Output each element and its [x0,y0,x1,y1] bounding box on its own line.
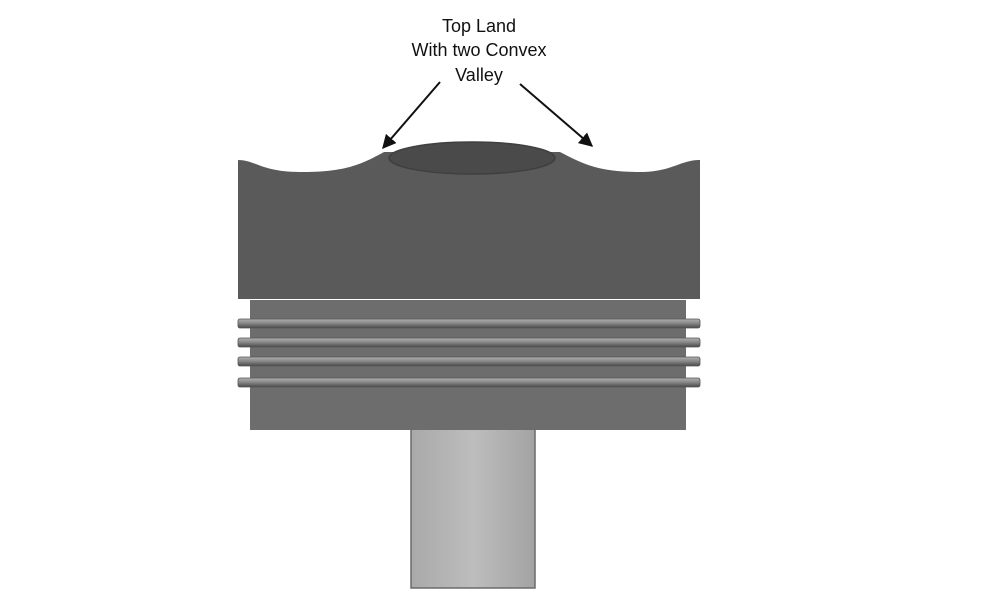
piston-ring [237,377,701,388]
annotation-line-3: Valley [455,65,503,85]
crown-bowl [388,141,556,175]
annotation-line-1: Top Land [442,16,516,36]
annotation-label: Top Land With two Convex Valley [411,16,546,85]
piston-rings [237,318,701,388]
piston-ring [237,318,701,329]
annotation-line-2: With two Convex [411,40,546,60]
piston-ring [237,337,701,348]
piston-head [238,152,700,299]
connecting-rod [410,427,536,589]
piston-ring [237,356,701,367]
left-arrow [382,81,441,150]
right-arrow [519,83,594,147]
